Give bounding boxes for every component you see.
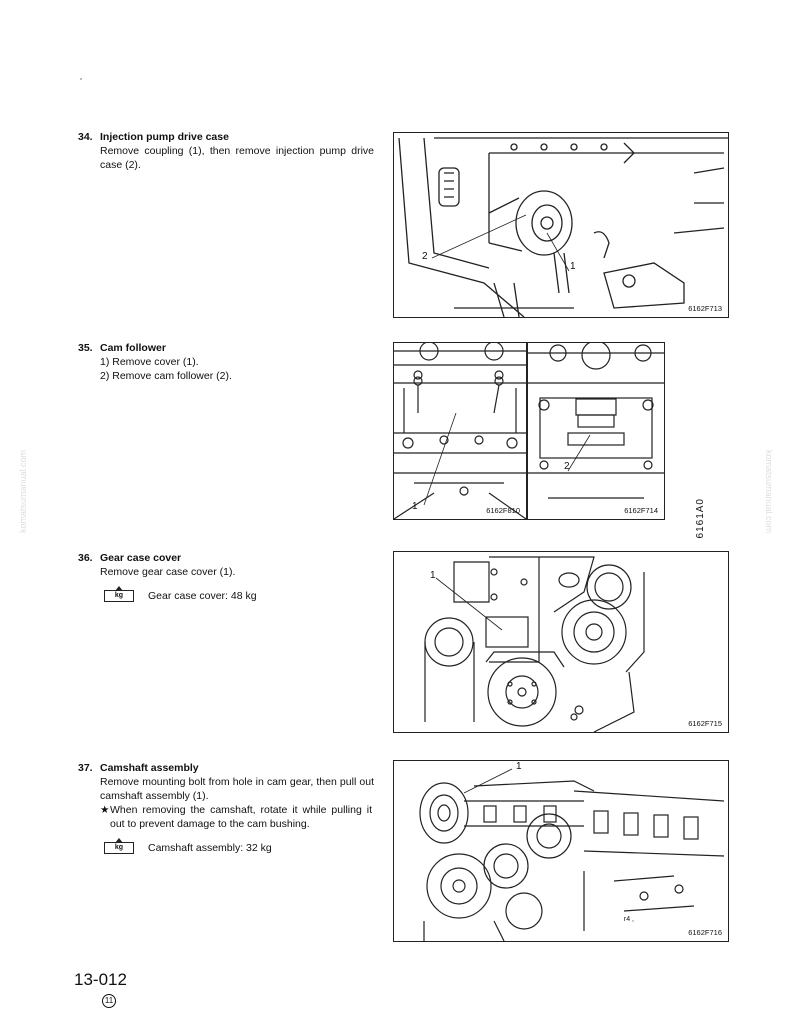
watermark-left: komatsumanual.com: [18, 450, 28, 534]
callout-1: 1: [430, 570, 436, 581]
revision-mark: 11: [102, 994, 116, 1008]
callout-2: 2: [564, 461, 570, 472]
side-code: 6161A0: [695, 498, 706, 539]
kg-weight-icon: kg: [104, 586, 134, 602]
figure-6162F713: 2 1 6162F713: [393, 132, 729, 318]
figure-code: 6162F713: [688, 304, 722, 313]
star-icon: ★: [100, 804, 110, 816]
step-text: Remove gear case cover (1).: [100, 566, 236, 578]
figure-code: 6162F810: [486, 506, 520, 515]
step-34: 34.Injection pump drive case Remove coup…: [78, 130, 374, 172]
weight-text: Camshaft assembly: 32 kg: [148, 842, 272, 854]
step-title: 35.Cam follower: [78, 342, 166, 354]
step-text: Remove coupling (1), then remove injecti…: [100, 145, 374, 171]
cam-follower-drawing: [528, 343, 664, 499]
figure-code: 6162F716: [688, 928, 722, 937]
caution-note: ★ When removing the camshaft, rotate it …: [100, 803, 374, 831]
page-number: 13-012: [74, 970, 127, 989]
scan-speck: [80, 78, 82, 80]
note-text: When removing the camshaft, rotate it wh…: [110, 804, 372, 830]
cam-cover-drawing: [394, 343, 526, 519]
step-title: 37.Camshaft assembly: [78, 762, 199, 774]
figure-code: 6162F715: [688, 719, 722, 728]
figure-mark: r4 ,: [623, 916, 634, 923]
callout-1: 1: [412, 501, 418, 512]
weight-text: Gear case cover: 48 kg: [148, 590, 257, 602]
watermark-right: komatsumanual.com: [764, 450, 774, 534]
step-title: 36.Gear case cover: [78, 552, 182, 564]
figure-6162F715: 1 6162F715: [393, 551, 729, 733]
camshaft-drawing: [419, 768, 725, 941]
figure-6162F716: 1 r4 , 6162F716: [393, 760, 729, 942]
step-text: 2) Remove cam follower (2).: [100, 370, 232, 382]
figure-6162F810: 1 6162F810: [393, 342, 527, 520]
step-text: Remove mounting bolt from hole in cam ge…: [100, 776, 374, 802]
weight-info: kg Camshaft assembly: 32 kg: [100, 838, 374, 855]
figure-code: 6162F714: [624, 506, 658, 515]
callout-1: 1: [570, 261, 576, 272]
kg-weight-icon: kg: [104, 838, 134, 854]
step-36: 36.Gear case cover Remove gear case cove…: [78, 551, 374, 603]
gear-case-drawing: [424, 556, 645, 732]
figure-6162F714: 2 6162F714: [527, 342, 665, 520]
step-text: 1) Remove cover (1).: [100, 356, 199, 368]
callout-1: 1: [516, 761, 522, 772]
step-title: 34.Injection pump drive case: [78, 131, 229, 143]
step-35: 35.Cam follower 1) Remove cover (1). 2) …: [78, 341, 374, 383]
weight-info: kg Gear case cover: 48 kg: [100, 586, 374, 603]
callout-2: 2: [422, 251, 428, 262]
injection-pump-drawing: [398, 137, 728, 317]
step-37: 37.Camshaft assembly Remove mounting bol…: [78, 761, 374, 855]
